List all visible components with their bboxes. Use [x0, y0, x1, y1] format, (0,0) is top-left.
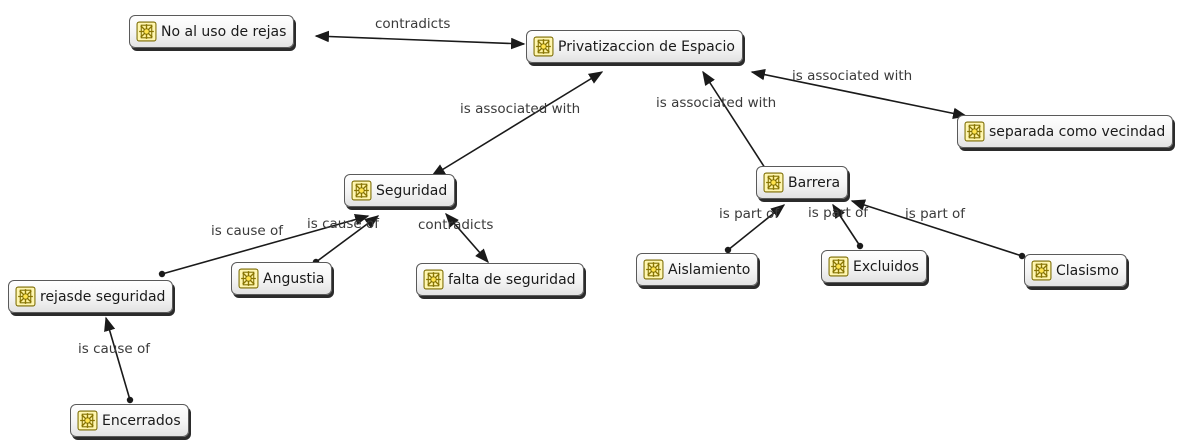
link-label-is-associated-with: is associated with [792, 68, 913, 84]
concept-label: Barrera [788, 174, 841, 191]
concept-label: separada como vecindad [989, 123, 1166, 140]
concept-label: Seguridad [376, 182, 448, 199]
link-label-is-associated-with: is associated with [656, 95, 777, 111]
link-label-is-part-of: is part of [905, 206, 966, 222]
concept-map-resource-icon [238, 268, 259, 289]
link-encerrados-rejas[interactable] [104, 316, 134, 404]
concept-label: Privatizaccion de Espacio [558, 38, 735, 55]
link-label-is-cause-of: is cause of [78, 341, 150, 357]
concept-label: Excluidos [853, 258, 919, 275]
concept-node-encerrados[interactable]: Encerrados [70, 404, 189, 437]
link-angustia-seguridad[interactable] [312, 215, 380, 266]
concept-map-resource-icon [763, 172, 784, 193]
link-clasismo-barrera[interactable] [850, 199, 1026, 260]
link-label-is-part-of: is part of [719, 206, 780, 222]
concept-node-aislamiento[interactable]: Aislamiento [636, 253, 759, 286]
link-label-contradicts: contradicts [375, 16, 451, 32]
concept-map-resource-icon [1031, 260, 1052, 281]
concept-map-resource-icon [15, 286, 36, 307]
concept-node-barrera[interactable]: Barrera [756, 166, 849, 199]
link-label-is-cause-of: is cause of [307, 216, 379, 232]
concept-map-resource-icon [351, 180, 372, 201]
concept-label: Encerrados [102, 412, 181, 429]
concept-map-resource-icon [423, 269, 444, 290]
link-label-is-part-of: is part of [808, 205, 869, 221]
concept-node-clasismo[interactable]: Clasismo [1024, 254, 1127, 287]
concept-node-falta-de-seguridad[interactable]: falta de seguridad [416, 263, 584, 296]
link-seguridad-falta[interactable] [445, 212, 489, 264]
concept-label: No al uso de rejas [161, 23, 287, 40]
concept-node-rejasde-seguridad[interactable]: rejasde seguridad [8, 280, 174, 313]
concept-label: Aislamiento [668, 261, 751, 278]
concept-map-resource-icon [828, 256, 849, 277]
link-label-is-associated-with: is associated with [460, 101, 581, 117]
concept-label: Clasismo [1056, 262, 1119, 279]
concept-map-resource-icon [643, 259, 664, 280]
concept-label: falta de seguridad [448, 271, 576, 288]
link-label-contradicts: contradicts [418, 217, 494, 233]
concept-map-resource-icon [77, 410, 98, 431]
concept-node-privatizaccion-de-espacio[interactable]: Privatizaccion de Espacio [526, 30, 743, 63]
concept-node-excluidos[interactable]: Excluidos [821, 250, 927, 283]
concept-label: Angustia [263, 270, 325, 287]
concept-node-no-al-uso-de-rejas[interactable]: No al uso de rejas [129, 15, 295, 48]
concept-map-resource-icon [533, 36, 554, 57]
concept-label: rejasde seguridad [40, 288, 166, 305]
link-privatizacion-separada[interactable] [750, 68, 968, 120]
link-no-rejas-privatizacion[interactable] [314, 30, 526, 50]
link-label-is-cause-of: is cause of [211, 223, 283, 239]
link-aislamiento-barrera[interactable] [724, 204, 786, 254]
concept-node-angustia[interactable]: Angustia [231, 262, 333, 295]
concept-node-separada-como-vecindad[interactable]: separada como vecindad [957, 115, 1174, 148]
concept-map-resource-icon [136, 21, 157, 42]
link-privatizacion-seguridad[interactable] [430, 71, 604, 177]
concept-node-seguridad[interactable]: Seguridad [344, 174, 456, 207]
concept-map-resource-icon [964, 121, 985, 142]
